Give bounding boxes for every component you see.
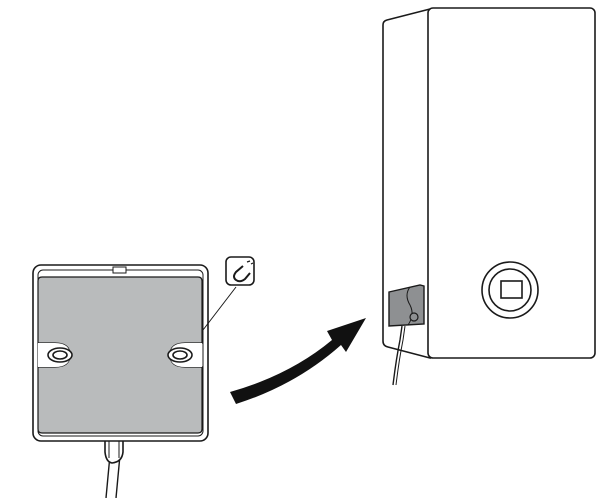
- callout-leader-line: [202, 286, 237, 331]
- sensor-module: [32, 264, 237, 498]
- mounting-hole-left: [38, 343, 73, 367]
- magnet-icon: [225, 256, 255, 286]
- boiler-front-panel: [427, 7, 596, 359]
- boiler-control-dial[interactable]: [481, 261, 539, 319]
- curved-arrow-icon: [230, 318, 366, 404]
- wall-boiler: [382, 7, 596, 386]
- mounting-hole-right: [167, 343, 202, 367]
- mounted-sensor: [388, 284, 425, 386]
- sensor-cable: [104, 436, 124, 498]
- boiler-side-panel: [382, 7, 431, 360]
